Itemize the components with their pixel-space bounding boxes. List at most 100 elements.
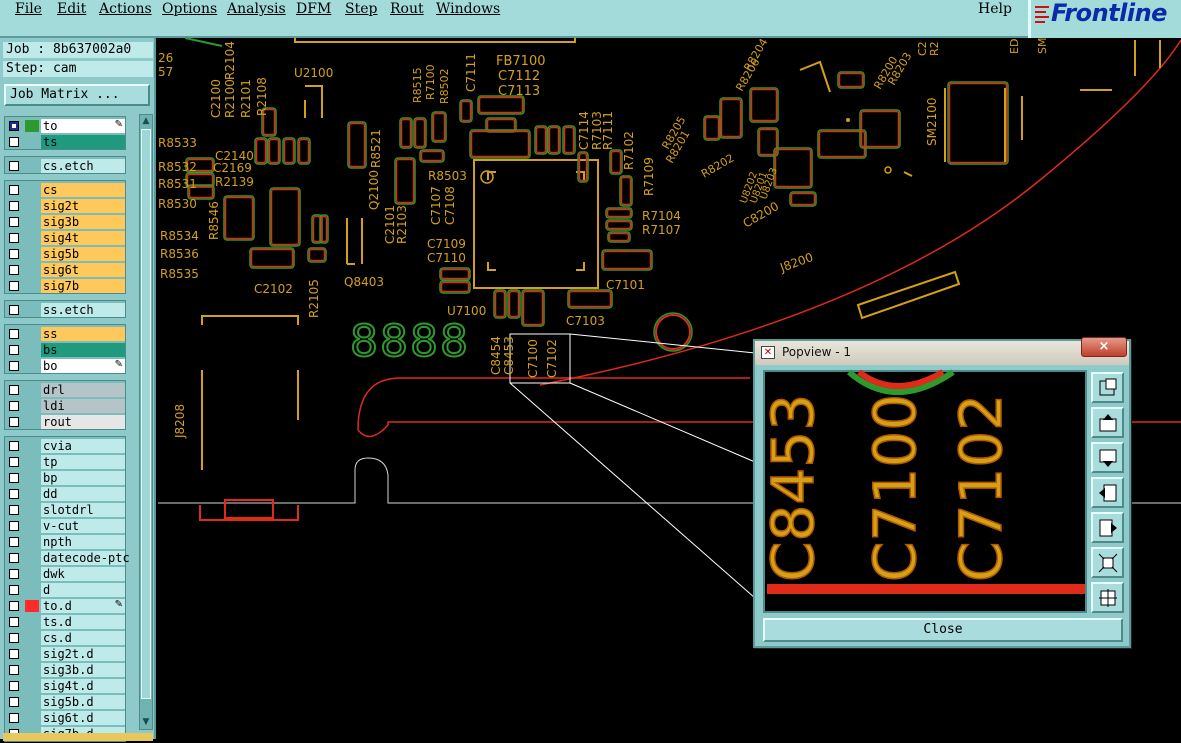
layer-checkbox[interactable] (9, 569, 19, 579)
layer-checkbox[interactable] (9, 585, 19, 595)
pan-right-button[interactable] (1091, 512, 1124, 543)
layer-row-d[interactable]: d (5, 582, 127, 597)
layer-checkbox[interactable] (9, 217, 19, 227)
layer-checkbox[interactable] (9, 249, 19, 259)
layer-checkbox[interactable] (9, 457, 19, 467)
menu-actions[interactable]: Actions (99, 1, 152, 17)
layer-row-tp[interactable]: tp (5, 454, 127, 469)
layer-checkbox[interactable] (9, 649, 19, 659)
layer-name[interactable]: sig4t.d (41, 679, 125, 693)
layer-name[interactable]: slotdrl (41, 503, 125, 517)
layer-name[interactable]: ldi (41, 399, 125, 413)
layer-checkbox[interactable] (9, 385, 19, 395)
layer-row-sig7b[interactable]: sig7b (5, 278, 127, 293)
layer-name[interactable]: sig2t.d (41, 647, 125, 661)
layer-name[interactable]: cs.etch (41, 159, 125, 173)
close-icon[interactable]: × (1081, 337, 1127, 357)
layer-name[interactable]: sig3b (41, 215, 125, 229)
layer-row-sig4t[interactable]: sig4t (5, 230, 127, 245)
zoom-out-button[interactable] (1091, 547, 1124, 578)
zoom-fit-button[interactable] (1091, 372, 1124, 403)
layer-checkbox[interactable] (9, 665, 19, 675)
layer-row-ts-d[interactable]: ts.d (5, 614, 127, 629)
popview-titlebar[interactable]: ✕ Popview - 1 (755, 341, 1129, 365)
menu-options[interactable]: Options (162, 1, 218, 17)
layer-row-cs[interactable]: cs (5, 182, 127, 197)
layer-row-to[interactable]: to✎ (5, 118, 127, 133)
layer-checkbox[interactable] (9, 473, 19, 483)
layer-name[interactable]: bo (41, 359, 125, 373)
layer-checkbox[interactable] (9, 505, 19, 515)
layer-checkbox[interactable] (9, 185, 19, 195)
layer-checkbox[interactable] (9, 489, 19, 499)
scroll-up-icon[interactable]: ▲ (142, 116, 150, 126)
layer-name[interactable]: sig2t (41, 199, 125, 213)
close-button[interactable]: Close (763, 618, 1123, 642)
layer-row-sig5b-d[interactable]: sig5b.d (5, 694, 127, 709)
layer-checkbox[interactable] (9, 441, 19, 451)
layer-row-datecode-ptc[interactable]: datecode-ptc (5, 550, 130, 565)
layer-checkbox[interactable] (9, 617, 19, 627)
layer-name[interactable]: cvia (41, 439, 125, 453)
layer-checkbox[interactable] (9, 361, 19, 371)
layer-name[interactable]: dwk (41, 567, 125, 581)
layer-name[interactable]: sig7b (41, 279, 125, 293)
layer-row-ss-etch[interactable]: ss.etch (5, 302, 127, 317)
layer-name[interactable]: ss.etch (41, 303, 125, 317)
layer-checkbox[interactable] (9, 553, 19, 563)
layer-name[interactable]: bp (41, 471, 125, 485)
layer-row-sig2t[interactable]: sig2t (5, 198, 127, 213)
layer-checkbox[interactable] (9, 713, 19, 723)
layer-name[interactable]: sig4t (41, 231, 125, 245)
layer-name[interactable]: npth (41, 535, 125, 549)
layer-row-ldi[interactable]: ldi (5, 398, 127, 413)
menu-help[interactable]: Help (978, 1, 1012, 17)
layer-checkbox[interactable] (9, 697, 19, 707)
layer-name[interactable]: sig5b (41, 247, 125, 261)
layer-checkbox[interactable] (9, 137, 19, 147)
layer-row-sig2t-d[interactable]: sig2t.d (5, 646, 127, 661)
layer-row-cs-d[interactable]: cs.d (5, 630, 127, 645)
layer-row-npth[interactable]: npth (5, 534, 127, 549)
layer-name[interactable]: sig5b.d (41, 695, 125, 709)
layer-row-rout[interactable]: rout (5, 414, 127, 429)
layer-checkbox[interactable] (9, 417, 19, 427)
layer-checkbox[interactable] (9, 345, 19, 355)
menu-edit[interactable]: Edit (57, 1, 87, 17)
layer-name[interactable]: drl (41, 383, 125, 397)
menu-windows[interactable]: Windows (436, 1, 501, 17)
menu-file[interactable]: File (15, 1, 42, 17)
layer-row-slotdrl[interactable]: slotdrl (5, 502, 127, 517)
layer-row-ts[interactable]: ts (5, 134, 127, 149)
layer-name[interactable]: sig6t.d (41, 711, 125, 725)
layer-name[interactable]: cs (41, 183, 125, 197)
layer-row-sig6t[interactable]: sig6t (5, 262, 127, 277)
scroll-down-icon[interactable]: ▼ (142, 717, 150, 727)
layer-checkbox[interactable] (9, 281, 19, 291)
layer-row-ss[interactable]: ss (5, 326, 127, 341)
layer-name[interactable]: v-cut (41, 519, 125, 533)
layer-checkbox[interactable] (9, 121, 19, 131)
scroll-thumb[interactable] (141, 129, 151, 699)
pan-up-button[interactable] (1091, 407, 1124, 438)
layer-name[interactable]: bs (41, 343, 125, 357)
layer-row-cs-etch[interactable]: cs.etch (5, 158, 127, 173)
menu-step[interactable]: Step (345, 1, 378, 17)
layer-checkbox[interactable] (9, 633, 19, 643)
menu-analysis[interactable]: Analysis (227, 1, 286, 17)
layer-row-sig3b[interactable]: sig3b (5, 214, 127, 229)
pan-down-button[interactable] (1091, 442, 1124, 473)
layer-row-bo[interactable]: bo✎ (5, 358, 127, 373)
layer-name[interactable]: rout (41, 415, 125, 429)
layer-row-drl[interactable]: drl (5, 382, 127, 397)
layer-checkbox[interactable] (9, 401, 19, 411)
layer-checkbox[interactable] (9, 305, 19, 315)
layer-row-sig4t-d[interactable]: sig4t.d (5, 678, 127, 693)
layer-checkbox[interactable] (9, 329, 19, 339)
layer-row-v-cut[interactable]: v-cut (5, 518, 127, 533)
layer-name[interactable]: to.d (41, 599, 125, 613)
layer-name[interactable]: d (41, 583, 125, 597)
layer-name[interactable]: to (41, 119, 125, 133)
